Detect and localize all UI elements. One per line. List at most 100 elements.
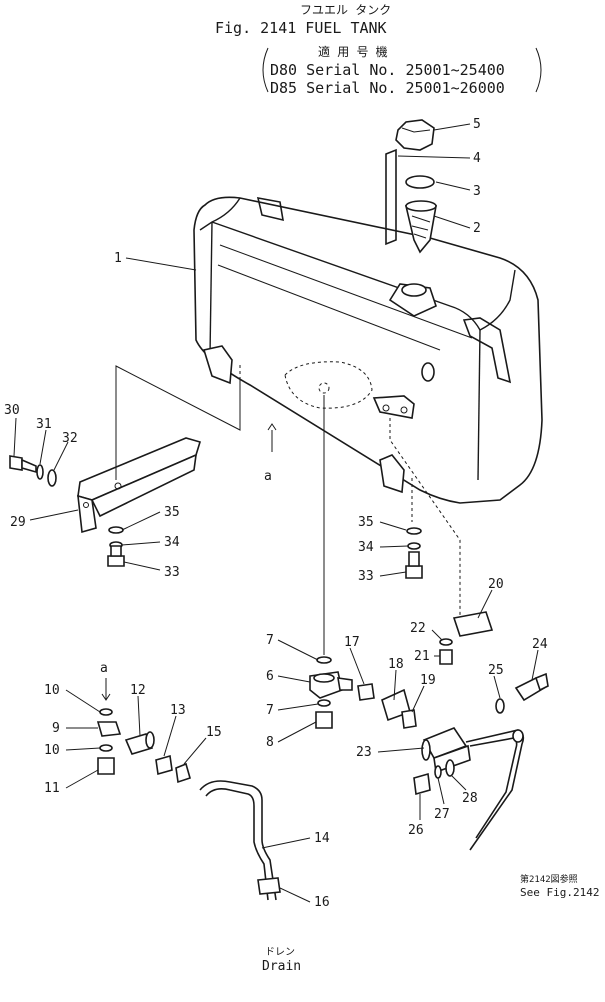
callout-1: 1 [114,251,122,266]
o-ring-7-lower [317,699,331,707]
tank-sump-hidden-outline [284,361,373,409]
leader-32 [53,441,69,471]
callout-8: 8 [266,735,274,750]
callout-10-upper: 10 [44,683,60,698]
callout-15: 15 [206,725,222,740]
leader-6 [277,675,311,683]
leader-35-left [121,511,161,531]
outlet-pipe [465,729,525,851]
leader-12 [137,695,141,737]
leader-33-left [123,561,161,571]
callout-6: 6 [266,669,274,684]
bolt-33-left-shank [110,545,122,557]
callout-19: 19 [420,673,436,688]
washer-28 [445,759,455,777]
strainer-mesh [411,215,431,239]
drain-boss-hole-1 [382,404,390,412]
callout-30: 30 [4,403,20,418]
tank-top-front-edge [211,221,481,331]
callout-17: 17 [344,635,360,650]
leader-11 [65,769,99,789]
valve-group-right [413,611,549,851]
leader-2 [433,215,471,229]
elbow-6-top [313,673,335,683]
callout-35-left: 35 [164,505,180,520]
callout-33-right: 33 [358,569,374,584]
callout-23: 23 [356,745,372,760]
leader-7-upper [277,639,319,661]
washer-35-left [108,526,124,534]
leader-30 [13,417,17,457]
plug-8 [315,711,333,729]
drain-pipe-14 [199,780,277,901]
bracket-right [535,47,542,93]
o-ring-7-upper [316,656,332,664]
filler-parts [385,119,437,254]
callout-21: 21 [414,649,430,664]
callout-35-right: 35 [358,515,374,530]
bracket-20 [452,611,494,637]
callouts: 1 2 3 4 5 6 7 7 8 9 10 10 11 12 13 14 15… [4,117,548,910]
bolt-30-shank [21,458,37,474]
bolt-24-head [535,672,549,692]
leader-4 [397,155,471,159]
callout-10-lower: 10 [44,743,60,758]
clip-16 [257,877,281,895]
bracket-left [262,47,269,93]
ref-a-arrowhead-upper [267,423,277,431]
callout-2: 2 [473,221,481,236]
mount-group-right [405,478,423,579]
ref-a-lower: a [100,661,108,676]
drain-note: Drain [262,959,301,974]
center-fitting-group [309,656,353,729]
leader-14 [261,837,311,849]
o-ring-10-upper [99,708,113,716]
leader-10-lower [65,747,101,751]
figure-title: Fig. 2141 FUEL TANK [215,19,387,37]
callout-4: 4 [473,151,481,166]
ref-a-upper: a [264,469,272,484]
callout-31: 31 [36,417,52,432]
tank-left-corner [209,221,213,356]
cap-strap [385,148,397,246]
o-ring-25 [495,698,505,714]
bolt-33-right-head [405,565,423,579]
tank-side-boss [421,362,435,382]
callout-34-left: 34 [164,535,180,550]
tank-lifting-handle-right [462,317,512,384]
callout-27: 27 [434,807,450,822]
plug-11 [97,757,115,775]
lock-washer-27 [434,765,442,779]
title-block: フユエル タンク Fig. 2141 FUEL TANK 適 用 号 機 D80… [215,3,542,97]
tank-front-corner [477,329,481,481]
bolt-33-right-shank [408,551,420,567]
elbow-6-outlet [337,677,353,691]
elbow-9 [96,721,122,737]
leader-7-lower [277,703,319,711]
washer-32 [47,469,57,487]
tank-ridge-1 [219,244,473,339]
filler-cap [395,119,435,151]
outlet-pipe-union [512,729,524,743]
adapter-15 [175,762,191,784]
nipple-13 [155,754,173,776]
drain-fittings-group [96,708,281,901]
ref-a-arrowhead-lower [101,693,111,701]
callout-16: 16 [314,895,330,910]
tank-ridge-2 [217,264,441,351]
callout-24: 24 [532,637,548,652]
drain-routing: a a [100,395,461,701]
lock-washer-34-right [407,542,421,550]
serial-line-d85: D85 Serial No. 25001~26000 [270,79,505,97]
applicability-label: 適 用 号 機 [318,44,388,59]
leader-35-right [379,521,407,531]
bracket-hole [114,482,122,490]
leader-10-upper [65,689,101,713]
callout-33-left: 33 [164,565,180,580]
leader-29 [29,509,79,521]
filler-cap-rib [401,127,431,133]
leader-15 [183,737,207,765]
bracket-alignment-line [115,365,241,480]
see-figure-note-japanese: 第2142図参照 [520,873,578,885]
